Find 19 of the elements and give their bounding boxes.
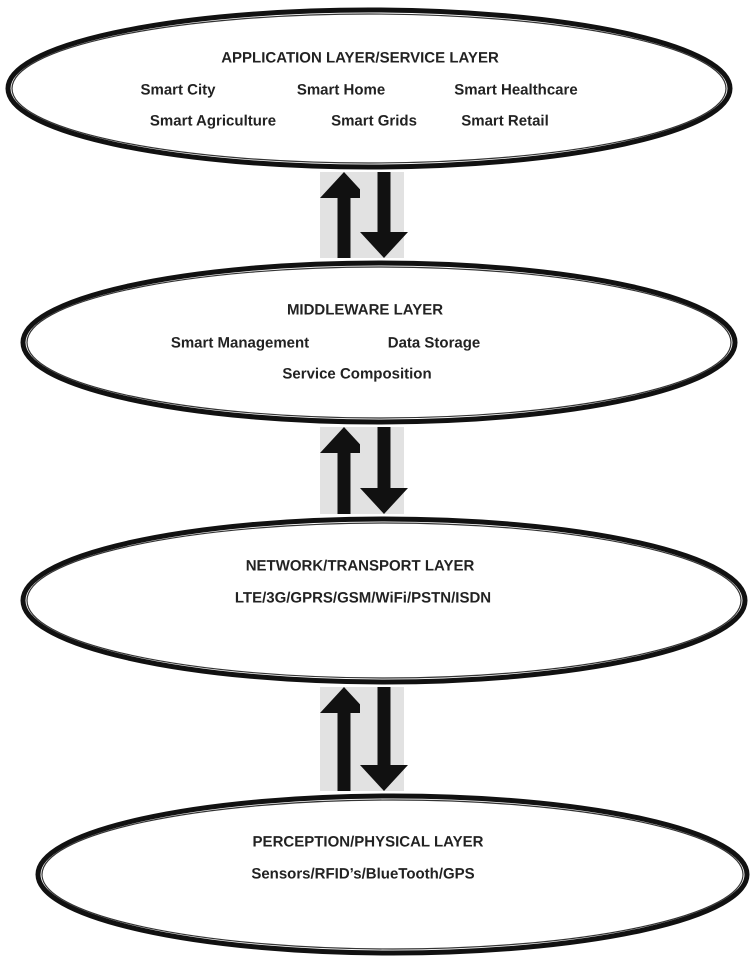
layer-item: Smart Agriculture xyxy=(150,112,276,130)
layer-item: Smart Retail xyxy=(461,112,549,130)
layer-title: PERCEPTION/PHYSICAL LAYER xyxy=(252,834,484,850)
layer-ellipse xyxy=(5,7,733,170)
layer-ellipse xyxy=(35,793,750,956)
layer-item: LTE/3G/GPRS/GSM/WiFi/PSTN/ISDN xyxy=(234,590,492,606)
layer-title: APPLICATION LAYER/SERVICE LAYER xyxy=(221,50,499,66)
layer-title: NETWORK/TRANSPORT LAYER xyxy=(246,558,474,574)
layer-item: Smart Home xyxy=(296,82,386,98)
layer-item: Smart Grids xyxy=(331,112,417,130)
layer-item: Data Storage xyxy=(388,334,480,352)
layer-ellipse xyxy=(20,260,738,425)
layer-item: Service Composition xyxy=(282,366,432,382)
layer-ellipse xyxy=(20,516,748,685)
layer-title: MIDDLEWARE LAYER xyxy=(286,302,444,318)
layer-item: Smart City xyxy=(140,82,216,98)
layer-item: Smart Healthcare xyxy=(454,82,578,98)
layer-item: Smart Management xyxy=(170,334,310,352)
layer-item: Sensors/RFID’s/BlueTooth/GPS xyxy=(251,866,475,882)
